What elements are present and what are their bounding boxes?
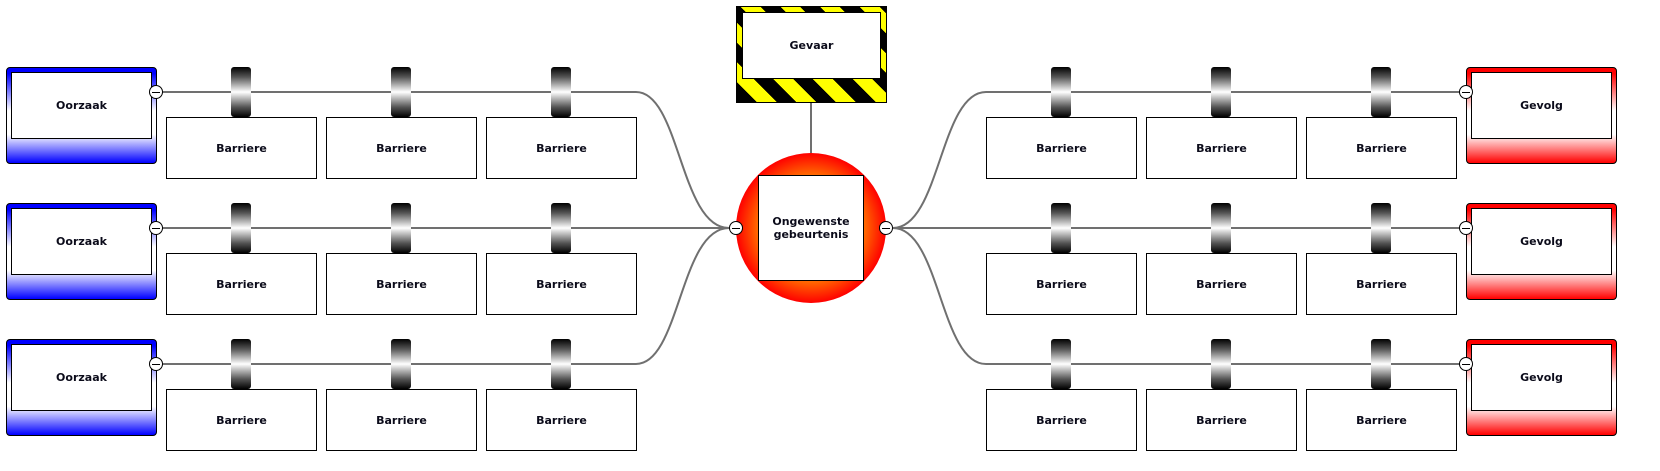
barrier-handle[interactable] (1051, 203, 1071, 253)
consequence-label: Gevolg (1471, 72, 1612, 139)
barrier-label: Barriere (1356, 413, 1407, 427)
consequence-node[interactable]: Gevolg (1466, 339, 1617, 436)
cause-barrier[interactable]: Barriere (326, 253, 477, 315)
consequence-text: Gevolg (1520, 371, 1563, 384)
minus-icon (1462, 363, 1470, 365)
cause-barrier[interactable]: Barriere (166, 253, 317, 315)
barrier-handle[interactable] (391, 67, 411, 117)
consequence-barrier[interactable]: Barriere (986, 389, 1137, 451)
top-event-label: Ongewenste gebeurtenis (758, 175, 864, 281)
cause-collapse-toggle[interactable] (149, 357, 163, 371)
cause-collapse-toggle[interactable] (149, 85, 163, 99)
top-event-text-line2: gebeurtenis (773, 228, 849, 241)
top-event-left-collapse-toggle[interactable] (729, 221, 743, 235)
cause-text: Oorzaak (56, 235, 107, 248)
barrier-handle[interactable] (391, 203, 411, 253)
top-event-right-collapse-toggle[interactable] (879, 221, 893, 235)
consequence-text: Gevolg (1520, 235, 1563, 248)
barrier-handle[interactable] (231, 203, 251, 253)
minus-icon (152, 227, 160, 229)
cause-barrier[interactable]: Barriere (486, 117, 637, 179)
barrier-handle[interactable] (551, 339, 571, 389)
cause-barrier[interactable]: Barriere (326, 389, 477, 451)
barrier-label: Barriere (536, 277, 587, 291)
hazard-node[interactable]: Gevaar (736, 6, 887, 103)
cause-collapse-toggle[interactable] (149, 221, 163, 235)
minus-icon (152, 363, 160, 365)
barrier-handle[interactable] (1211, 67, 1231, 117)
cause-connector-curve (635, 91, 730, 229)
hazard-label: Gevaar (742, 12, 881, 79)
barrier-label: Barriere (216, 141, 267, 155)
hazard-text: Gevaar (789, 39, 834, 52)
barrier-label: Barriere (536, 141, 587, 155)
barrier-label: Barriere (216, 277, 267, 291)
barrier-label: Barriere (1196, 277, 1247, 291)
cause-text: Oorzaak (56, 371, 107, 384)
barrier-handle[interactable] (551, 67, 571, 117)
minus-icon (152, 91, 160, 93)
consequence-barrier[interactable]: Barriere (986, 117, 1137, 179)
cause-node[interactable]: Oorzaak (6, 67, 157, 164)
barrier-handle[interactable] (1051, 67, 1071, 117)
barrier-label: Barriere (1036, 413, 1087, 427)
consequence-connector-curve (892, 91, 987, 229)
consequence-node[interactable]: Gevolg (1466, 203, 1617, 300)
cause-connector-curve (635, 227, 730, 365)
consequence-label: Gevolg (1471, 208, 1612, 275)
top-event-node[interactable]: Ongewenste gebeurtenis (736, 153, 886, 303)
consequence-text: Gevolg (1520, 99, 1563, 112)
barrier-label: Barriere (1356, 277, 1407, 291)
consequence-collapse-toggle[interactable] (1459, 357, 1473, 371)
barrier-handle[interactable] (231, 67, 251, 117)
consequence-collapse-toggle[interactable] (1459, 221, 1473, 235)
consequence-label: Gevolg (1471, 344, 1612, 411)
cause-node[interactable]: Oorzaak (6, 339, 157, 436)
barrier-label: Barriere (376, 277, 427, 291)
barrier-handle[interactable] (1051, 339, 1071, 389)
barrier-label: Barriere (376, 413, 427, 427)
barrier-handle[interactable] (231, 339, 251, 389)
consequence-barrier[interactable]: Barriere (1146, 117, 1297, 179)
consequence-barrier[interactable]: Barriere (986, 253, 1137, 315)
barrier-handle[interactable] (1211, 339, 1231, 389)
barrier-handle[interactable] (1371, 339, 1391, 389)
cause-barrier[interactable]: Barriere (166, 389, 317, 451)
barrier-label: Barriere (1196, 413, 1247, 427)
cause-text: Oorzaak (56, 99, 107, 112)
barrier-label: Barriere (376, 141, 427, 155)
barrier-label: Barriere (1036, 277, 1087, 291)
cause-barrier[interactable]: Barriere (486, 253, 637, 315)
barrier-label: Barriere (1196, 141, 1247, 155)
consequence-collapse-toggle[interactable] (1459, 85, 1473, 99)
consequence-barrier[interactable]: Barriere (1146, 253, 1297, 315)
barrier-label: Barriere (1356, 141, 1407, 155)
cause-label: Oorzaak (11, 208, 152, 275)
barrier-handle[interactable] (551, 203, 571, 253)
minus-icon (732, 227, 740, 229)
cause-label: Oorzaak (11, 344, 152, 411)
cause-barrier[interactable]: Barriere (166, 117, 317, 179)
barrier-label: Barriere (536, 413, 587, 427)
cause-barrier[interactable]: Barriere (486, 389, 637, 451)
barrier-handle[interactable] (391, 339, 411, 389)
minus-icon (1462, 227, 1470, 229)
cause-barrier[interactable]: Barriere (326, 117, 477, 179)
consequence-node[interactable]: Gevolg (1466, 67, 1617, 164)
consequence-connector-curve (892, 227, 987, 365)
consequence-barrier[interactable]: Barriere (1146, 389, 1297, 451)
consequence-barrier[interactable]: Barriere (1306, 253, 1457, 315)
top-event-text-line1: Ongewenste (772, 215, 850, 228)
barrier-label: Barriere (1036, 141, 1087, 155)
barrier-handle[interactable] (1211, 203, 1231, 253)
barrier-label: Barriere (216, 413, 267, 427)
barrier-handle[interactable] (1371, 67, 1391, 117)
consequence-barrier[interactable]: Barriere (1306, 389, 1457, 451)
barrier-handle[interactable] (1371, 203, 1391, 253)
consequence-barrier[interactable]: Barriere (1306, 117, 1457, 179)
minus-icon (882, 227, 890, 229)
minus-icon (1462, 91, 1470, 93)
cause-label: Oorzaak (11, 72, 152, 139)
cause-node[interactable]: Oorzaak (6, 203, 157, 300)
